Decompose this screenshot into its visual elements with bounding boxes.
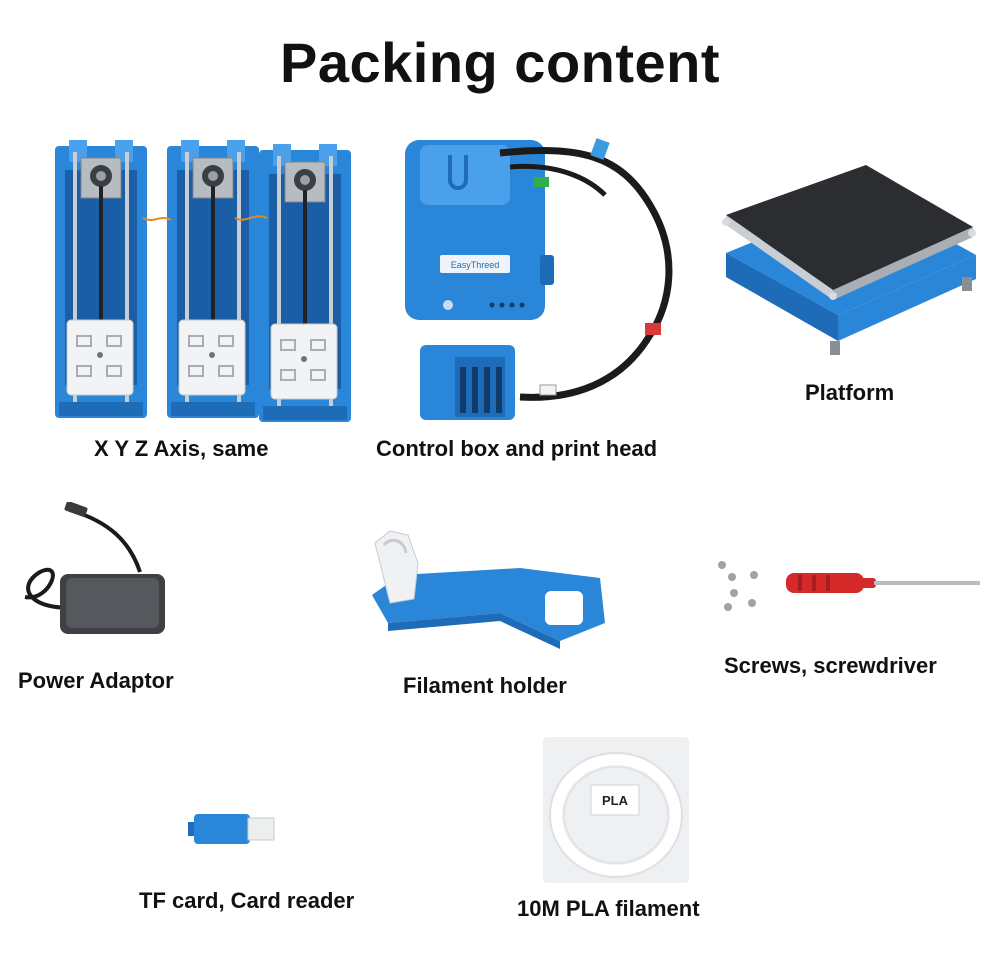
- pla-filament-caption: 10M PLA filament: [517, 896, 700, 921]
- filament-holder-caption: Filament holder: [403, 673, 567, 698]
- xyz-axis-caption: X Y Z Axis, same: [94, 436, 269, 461]
- power-adaptor-caption: Power Adaptor: [18, 668, 174, 693]
- screws-screwdriver-caption: Screws, screwdriver: [724, 653, 937, 678]
- control-box-caption: Control box and print head: [376, 436, 658, 461]
- page-title: Packing content: [279, 31, 721, 94]
- control-box-image: EasyThreed: [405, 138, 673, 420]
- filament-holder-image: [372, 530, 605, 649]
- xyz-axis-image: [55, 140, 352, 422]
- brand-label: EasyThreed: [451, 260, 500, 270]
- screws-screwdriver-image: [718, 561, 980, 611]
- platform-image: [722, 165, 976, 355]
- tf-card-reader-image: [188, 814, 275, 844]
- pla-tag-label: PLA: [602, 793, 629, 808]
- pla-filament-image: PLA: [543, 737, 689, 883]
- power-adaptor-image: [24, 502, 165, 634]
- tf-card-reader-caption: TF card, Card reader: [139, 888, 355, 913]
- platform-caption: Platform: [805, 380, 895, 405]
